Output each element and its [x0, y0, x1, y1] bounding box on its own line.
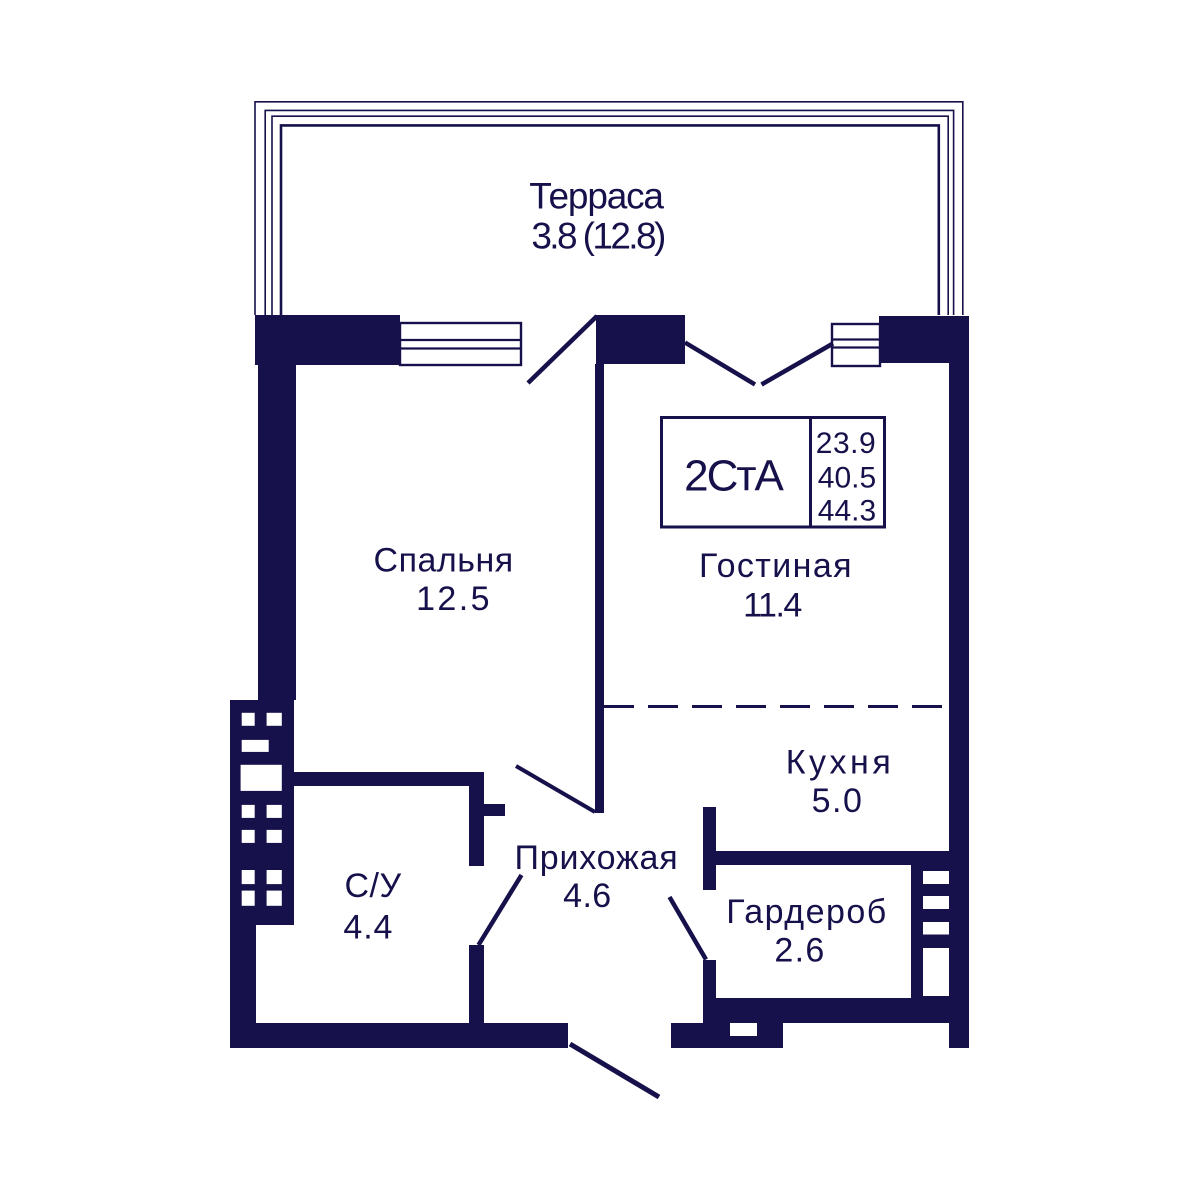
svg-text:12.5: 12.5	[416, 580, 492, 618]
svg-text:3.8 (12.8): 3.8 (12.8)	[531, 215, 665, 256]
svg-text:4.6: 4.6	[563, 877, 611, 915]
svg-text:5.0: 5.0	[812, 782, 864, 820]
svg-text:11.4: 11.4	[743, 587, 801, 625]
svg-text:23.9: 23.9	[816, 427, 876, 460]
svg-text:Прихожая: Прихожая	[515, 839, 679, 877]
svg-text:44.3: 44.3	[818, 495, 876, 528]
svg-text:Спальня: Спальня	[374, 542, 514, 580]
svg-text:4.4: 4.4	[343, 908, 393, 946]
svg-text:2.6: 2.6	[774, 932, 825, 970]
svg-text:С/У: С/У	[344, 867, 401, 905]
svg-text:2СтА: 2СтА	[684, 451, 784, 500]
svg-text:Терраса: Терраса	[529, 175, 664, 216]
svg-text:Гостиная: Гостиная	[699, 547, 853, 585]
svg-text:Гардероб: Гардероб	[726, 893, 888, 931]
svg-text:40.5: 40.5	[818, 461, 876, 494]
svg-text:Кухня: Кухня	[786, 744, 895, 782]
